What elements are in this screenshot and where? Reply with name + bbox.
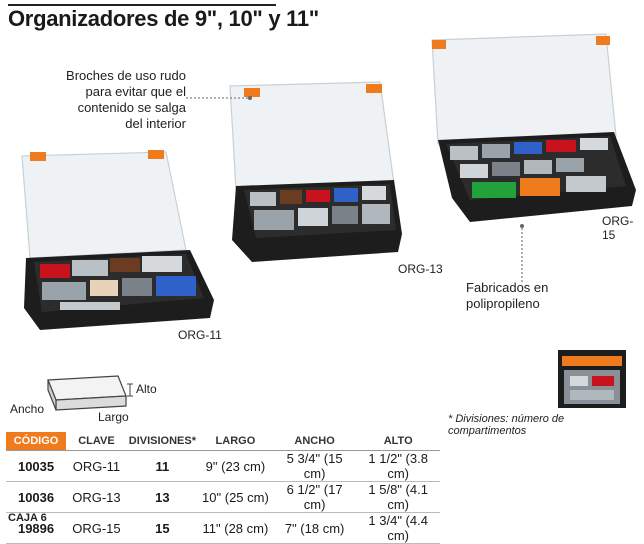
table-row: 10035 ORG-11 11 9" (23 cm) 5 3/4" (15 cm… [6,450,440,482]
cell-largo: 10" (25 cm) [198,481,273,513]
organizer-org15-image [431,33,636,222]
table-row: 10036 ORG-13 13 10" (25 cm) 6 1/2" (17 c… [6,481,440,513]
label-org15: ORG-15 [602,214,634,242]
header-clave: CLAVE [66,432,127,451]
cell-ancho: 5 3/4" (15 cm) [272,450,357,482]
cell-clave: ORG-11 [66,450,127,482]
callout-fabricados-line-2: polipropileno [466,296,540,311]
callout-fabricados-line-1: Fabricados en [466,280,549,295]
cell-alto: 1 1/2" (3.8 cm) [356,450,440,482]
label-org13: ORG-13 [398,262,443,276]
cell-ancho: 6 1/2" (17 cm) [272,481,357,513]
label-org11: ORG-11 [178,328,222,342]
cell-divisiones: 15 [126,512,198,544]
organizer-org13-image [229,81,402,262]
cell-largo: 9" (23 cm) [198,450,273,482]
cell-divisiones: 13 [126,481,198,513]
cell-alto: 1 5/8" (4.1 cm) [356,481,440,513]
dimension-box-diagram [47,375,133,411]
callout-broches-line-3: contenido se salga [77,100,186,115]
header-divisiones: DIVISIONES* [126,432,198,451]
callout-broches-line-1: Broches de uso rudo [66,68,186,83]
callout-broches-line-4: del interior [125,116,186,131]
header-largo: LARGO [198,432,273,451]
page-title: Organizadores de 9", 10" y 11" [8,6,319,31]
header-codigo: CÓDIGO [6,432,67,451]
table-header-row: CÓDIGO CLAVE DIVISIONES* LARGO ANCHO ALT… [6,432,440,451]
dimension-alto-label: Alto [136,382,157,396]
cell-codigo: 10035 [6,450,67,482]
cell-codigo: 10036 [6,481,67,513]
cell-ancho: 7" (18 cm) [272,512,357,544]
table-row: 19896 ORG-15 15 11" (28 cm) 7" (18 cm) 1… [6,512,440,544]
callout-fabricados: Fabricados en polipropileno [466,280,586,312]
cell-clave: ORG-13 [66,481,127,513]
header-alto: ALTO [356,432,440,451]
callout-broches-line-2: para evitar que el [85,84,186,99]
cell-divisiones: 11 [126,450,198,482]
dimension-ancho-label: Ancho [10,402,45,416]
organizer-org11-image [21,150,214,330]
specs-table: CÓDIGO CLAVE DIVISIONES* LARGO ANCHO ALT… [6,432,440,544]
caja-label: CAJA 6 [8,512,47,524]
cell-largo: 11" (28 cm) [198,512,273,544]
callout-broches: Broches de uso rudo para evitar que el c… [40,68,186,132]
footnote-divisiones: * Divisiones: número de compartimentos [448,413,565,437]
title-rule [8,4,276,6]
cell-alto: 1 3/4" (4.4 cm) [356,512,440,544]
cell-clave: ORG-15 [66,512,127,544]
dimension-largo-label: Largo [98,410,129,424]
product-illustrations [21,33,636,411]
packaging-box-image [558,350,626,408]
header-ancho: ANCHO [272,432,357,451]
